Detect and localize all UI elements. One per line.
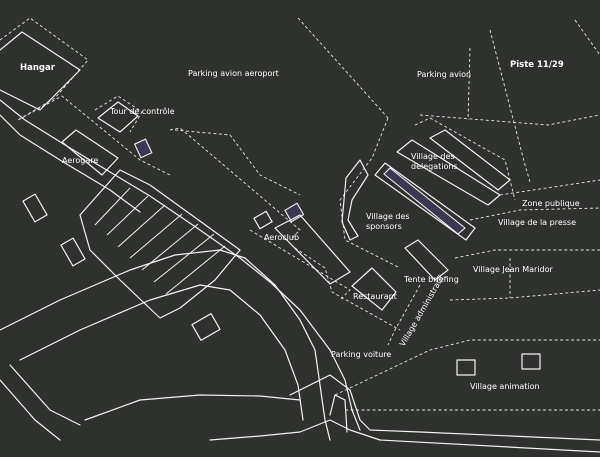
label-village-maridor: Village Jean Maridor bbox=[473, 265, 553, 274]
car-park-outline bbox=[79, 169, 241, 319]
oval-road-outer-top bbox=[0, 249, 331, 441]
tower-highlight bbox=[133, 138, 153, 159]
label-tour: Tour de contrôle bbox=[109, 106, 175, 116]
label-village-animation: Village animation bbox=[470, 382, 540, 391]
aeroclub-boundary-bottom bbox=[249, 229, 351, 301]
restaurant-building bbox=[351, 267, 397, 311]
tower-boundary bbox=[94, 95, 143, 133]
zone-publique-boundary bbox=[499, 179, 600, 196]
label-hangar: Hangar bbox=[20, 63, 56, 73]
aeroclub-small bbox=[253, 210, 273, 230]
parking-avion-divider bbox=[297, 17, 389, 119]
label-piste: Piste 11/29 bbox=[510, 60, 564, 70]
labels: Hangar Parking avion aeroport Parking av… bbox=[20, 60, 580, 391]
label-village-presse: Village de la presse bbox=[498, 218, 576, 227]
aeroclub-boundary-top bbox=[174, 129, 301, 196]
bottom-road-bottom bbox=[209, 419, 600, 453]
tower-building bbox=[97, 101, 139, 133]
small-building-1 bbox=[22, 193, 48, 223]
buildings bbox=[0, 31, 600, 453]
tente-building bbox=[404, 239, 449, 281]
parking-rows bbox=[94, 187, 226, 295]
piste-divider-right bbox=[574, 19, 600, 56]
maridor-boundary-top bbox=[454, 249, 600, 259]
main-road-edge-1 bbox=[0, 99, 361, 431]
label-delegations-1: Village des bbox=[411, 152, 455, 161]
label-delegations-2: delegations bbox=[411, 162, 458, 171]
road-lower-left-2 bbox=[9, 364, 81, 426]
main-road-edge-2 bbox=[0, 114, 141, 213]
restaurant-boundary bbox=[294, 247, 401, 331]
sponsors-boundary bbox=[339, 117, 401, 269]
delegations-highlight bbox=[383, 167, 466, 235]
piste-divider-left bbox=[467, 47, 471, 121]
small-building-3 bbox=[191, 313, 221, 341]
road-lower-left bbox=[0, 379, 61, 441]
label-parking-voiture: Parking voiture bbox=[331, 350, 391, 359]
piste-divider-mid bbox=[489, 29, 531, 183]
label-sponsors-2: sponsors bbox=[366, 222, 402, 231]
animation-square-2 bbox=[521, 353, 541, 370]
label-sponsors-1: Village des bbox=[366, 212, 410, 221]
label-parking-avion: Parking avion bbox=[417, 70, 471, 79]
presse-boundary bbox=[469, 207, 600, 221]
parking-voiture-boundary bbox=[334, 339, 600, 396]
label-parking-avion-aeroport: Parking avion aeroport bbox=[188, 69, 279, 78]
delegations-building bbox=[396, 139, 501, 206]
terminal-boundary bbox=[17, 95, 171, 176]
admin-boundary bbox=[387, 284, 421, 346]
maridor-boundary-bottom bbox=[449, 289, 600, 301]
hangar-building bbox=[0, 31, 81, 111]
aeroclub-building bbox=[274, 214, 351, 285]
bottom-road-top bbox=[289, 374, 600, 441]
label-aerogare: Aerogare bbox=[62, 156, 98, 165]
label-tente-briefing: Tente briefing bbox=[403, 275, 459, 284]
runway-line bbox=[419, 114, 600, 126]
label-aeroclub: Aeroclub bbox=[264, 233, 299, 242]
roundabout-island bbox=[329, 394, 348, 433]
delegations-building-2 bbox=[429, 129, 511, 191]
aerogare-building bbox=[61, 129, 119, 176]
animation-square-1 bbox=[456, 359, 476, 376]
aeroclub-highlight bbox=[284, 202, 305, 223]
oval-road-bottom bbox=[84, 394, 301, 421]
aeroclub-boundary-left bbox=[169, 127, 301, 241]
label-restaurant: Restaurant bbox=[353, 292, 397, 301]
small-building-2 bbox=[60, 237, 86, 267]
delegations-frame bbox=[374, 162, 476, 241]
oval-road-inner bbox=[19, 284, 304, 421]
label-zone-publique: Zone publique bbox=[522, 199, 580, 208]
sponsors-building bbox=[341, 159, 369, 241]
hangar-boundary bbox=[0, 17, 89, 121]
zone-boundaries bbox=[0, 17, 600, 411]
